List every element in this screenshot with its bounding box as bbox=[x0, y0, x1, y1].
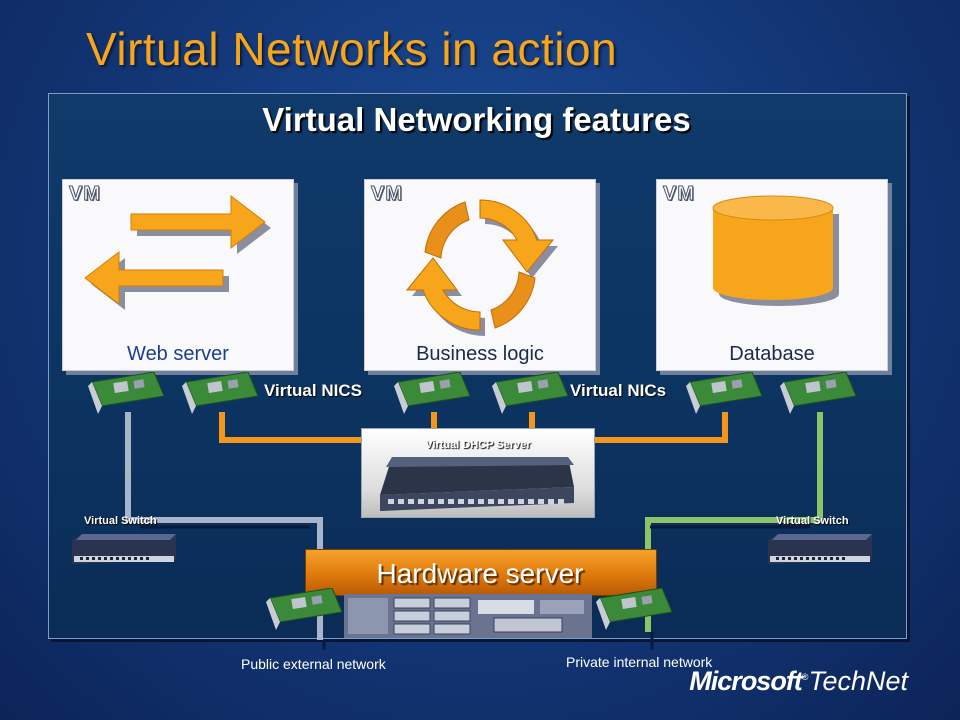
exchange-arrows-icon bbox=[84, 194, 271, 310]
dhcp-switch-icon bbox=[380, 457, 574, 511]
vm-database: VM Database bbox=[656, 179, 888, 371]
vm-web-server: VM Web server bbox=[62, 179, 294, 371]
network-card-icon bbox=[492, 372, 569, 414]
network-card-icon bbox=[686, 372, 763, 414]
orange-link-left bbox=[219, 412, 437, 443]
panel-title: Virtual Networking features bbox=[262, 101, 691, 138]
vm-business-logic: VM Business logic bbox=[364, 179, 596, 371]
refresh-cycle-icon bbox=[405, 199, 558, 337]
virtual-switch-label-left: Virtual Switch bbox=[84, 515, 157, 527]
dhcp-label: Virtual DHCP Server bbox=[425, 439, 531, 451]
network-card-icon bbox=[394, 372, 471, 414]
microsoft-technet-logo: Microsoft®TechNet bbox=[689, 666, 908, 696]
slide-title: Virtual Networks in action bbox=[86, 23, 618, 75]
vm-tag: VM bbox=[371, 183, 403, 206]
virtual-switch-left-icon bbox=[72, 534, 176, 564]
network-card-icon bbox=[182, 372, 259, 414]
network-card-icon bbox=[780, 372, 857, 414]
brand-part-2: TechNet bbox=[808, 666, 908, 696]
virtual-nics-caption-left: Virtual NICS bbox=[264, 381, 362, 400]
virtual-nics-caption-right: Virtual NICs bbox=[570, 381, 667, 400]
hardware-server-bar bbox=[305, 549, 657, 596]
network-card-icon bbox=[596, 588, 673, 630]
network-card-icon bbox=[266, 588, 343, 630]
vm-tag: VM bbox=[69, 183, 101, 206]
orange-link-right bbox=[529, 412, 728, 443]
virtual-dhcp-server: Virtual DHCP Server bbox=[361, 428, 595, 518]
network-card-icon bbox=[88, 372, 165, 414]
vm-label-business-logic: Business logic bbox=[416, 343, 544, 365]
vm-label-web-server: Web server bbox=[127, 343, 229, 365]
vm-tag: VM bbox=[663, 183, 695, 206]
brand-part-1: Microsoft bbox=[689, 666, 802, 696]
vm-label-database: Database bbox=[729, 343, 815, 365]
virtual-switch-label-right: Virtual Switch bbox=[776, 515, 849, 527]
private-network-label: Private internal network bbox=[566, 654, 713, 670]
virtual-switch-right-icon bbox=[768, 534, 872, 564]
database-cylinder-icon bbox=[712, 195, 839, 306]
rack-server-icon bbox=[344, 594, 592, 638]
hardware-server-label: Hardware server bbox=[376, 558, 584, 589]
public-network-label: Public external network bbox=[241, 656, 386, 672]
